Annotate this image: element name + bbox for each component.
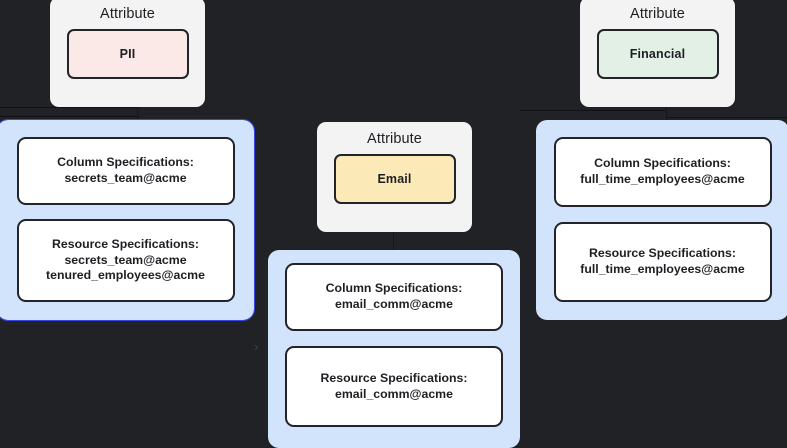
attribute-badge-pii[interactable]: PII [66,29,189,79]
spec-box-column-specifications[interactable]: Column Specifications: full_time_employe… [553,137,772,207]
edge-financial-vertical [666,105,667,121]
spec-box-value: secrets_team@acme [64,171,187,185]
attribute-badge-financial[interactable]: Financial [596,29,719,79]
attribute-card-pii[interactable]: Attribute PII [50,0,205,107]
spec-box-title: Column Specifications: [594,156,731,171]
attribute-card-email[interactable]: Attribute Email [317,122,472,232]
spec-group-financial[interactable]: Column Specifications: full_time_employe… [536,120,787,320]
spec-box-value: email_comm@acme [335,297,453,311]
edge-email-vertical [393,230,394,250]
spec-box-value: tenured_employees@acme [46,268,205,283]
attribute-badge-email[interactable]: Email [333,154,456,204]
spec-box-value: full_time_employees@acme [580,262,745,276]
spec-box-value: email_comm@acme [335,386,453,401]
spec-box-resource-specifications[interactable]: Resource Specifications: full_time_emplo… [553,222,772,302]
chevron-right-icon: › [254,339,259,354]
attribute-card-title: Attribute [367,131,422,147]
spec-box-value: secrets_team@acme [64,252,187,267]
spec-box-column-specifications[interactable]: Column Specifications: email_comm@acme [285,263,503,331]
edge-financial-horizontal-2 [667,117,787,118]
spec-box-title: Resource Specifications: [320,370,468,385]
spec-box-title: Resource Specifications: [52,236,199,251]
edge-pii-horizontal [0,107,140,108]
spec-box-title: Column Specifications: [325,281,463,296]
attribute-card-title: Attribute [630,6,685,22]
spec-box-title: Column Specifications: [57,155,194,170]
edge-pii-horizontal-2 [0,116,140,117]
attribute-card-financial[interactable]: Attribute Financial [580,0,735,107]
spec-box-title: Resource Specifications: [589,246,736,261]
spec-box-column-specifications[interactable]: Column Specifications: secrets_team@acme [16,137,235,205]
spec-box-resource-specifications[interactable]: Resource Specifications: secrets_team@ac… [16,219,235,302]
spec-group-pii[interactable]: Column Specifications: secrets_team@acme… [0,119,255,321]
spec-box-resource-specifications[interactable]: Resource Specifications: email_comm@acme [285,346,503,427]
attribute-card-title: Attribute [100,6,155,22]
spec-box-value: full_time_employees@acme [580,172,745,186]
edge-pii-vertical [137,105,138,121]
edge-financial-horizontal [520,110,667,111]
spec-group-email[interactable]: Column Specifications: email_comm@acme R… [268,250,520,448]
